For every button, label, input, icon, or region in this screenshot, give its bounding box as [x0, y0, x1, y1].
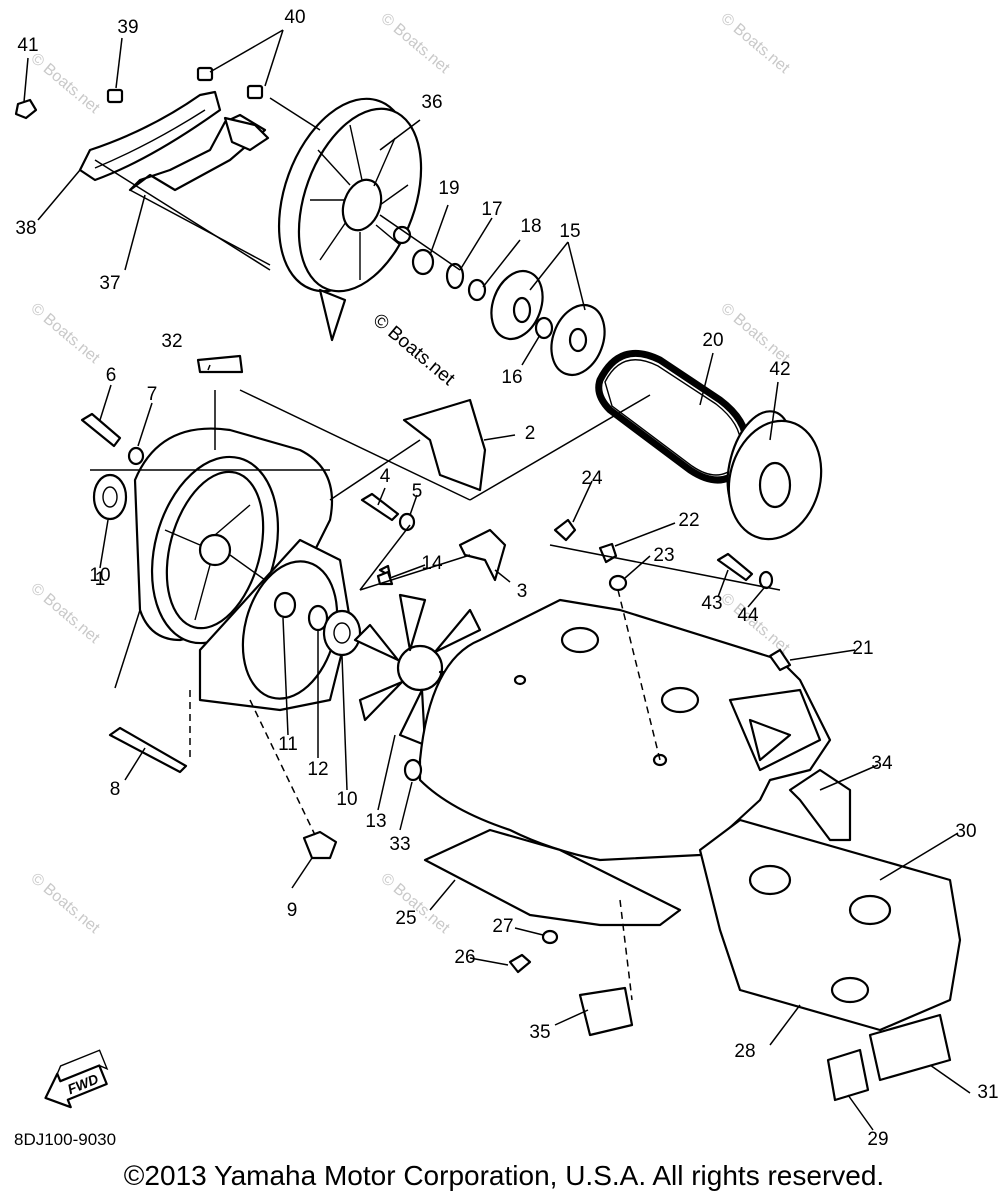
callout-label: 8: [110, 779, 121, 800]
cooling-housing: [133, 427, 352, 712]
bolt-26: [508, 953, 532, 974]
callout-label: 11: [278, 734, 298, 755]
center-watermark: © Boats.net: [369, 310, 459, 391]
callout-label: 41: [17, 35, 38, 56]
callouts: 1 2 3 4 5 6 7 8 9 10 10 11 12 13 14 15 1…: [15, 7, 998, 1150]
callout-label: 13: [365, 811, 386, 832]
watermark: © Boats.net: [717, 10, 793, 77]
crank-pulley: [726, 410, 823, 541]
heat-shield: [698, 818, 962, 1032]
callout-label: 4: [380, 466, 391, 487]
callout-label: 30: [955, 821, 976, 842]
washer-27: [541, 929, 559, 945]
drive-belt: [595, 349, 751, 484]
callout-label: 28: [734, 1041, 755, 1062]
callout-label: 7: [147, 384, 158, 405]
watermark: © Boats.net: [27, 870, 103, 937]
leader-lines: [23, 29, 971, 1131]
callout-label: 6: [106, 365, 117, 386]
callout-label: 18: [520, 216, 541, 237]
callout-label: 17: [481, 199, 502, 220]
callout-label: 16: [501, 367, 522, 388]
watermark: © Boats.net: [27, 50, 103, 117]
pad-29: [826, 1048, 870, 1102]
callout-label: 33: [389, 834, 410, 855]
callout-label: 10: [336, 789, 357, 810]
guard-25: [423, 828, 682, 927]
callout-label: 23: [653, 545, 674, 566]
bracket-2: [402, 398, 487, 492]
drawing-code: 8DJ100-9030: [14, 1130, 117, 1149]
screws-top: [14, 66, 264, 120]
callout-label: 12: [307, 759, 328, 780]
callout-label: 44: [737, 605, 759, 626]
callout-label: 20: [702, 330, 723, 351]
fan-shroud: [277, 97, 423, 342]
callout-label: 15: [559, 221, 580, 242]
callout-label: 14: [421, 553, 443, 574]
callout-label: 43: [701, 593, 722, 614]
clip-3: [458, 528, 507, 582]
pad-31: [868, 1013, 952, 1082]
guide-lines: [90, 97, 781, 1001]
callout-label: 22: [678, 510, 699, 531]
callout-label: 2: [525, 423, 536, 444]
callout-label: 1: [95, 569, 106, 590]
duct-cover: [418, 598, 832, 862]
strap-bracket: [78, 90, 222, 182]
callout-label: 10: [89, 565, 110, 586]
watermark: © Boats.net: [27, 580, 103, 647]
grommet-33: [403, 758, 423, 782]
callout-label: 35: [529, 1022, 550, 1043]
callout-label: 42: [769, 359, 790, 380]
watermark: © Boats.net: [377, 10, 453, 77]
screws-left: [80, 412, 774, 860]
callout-label: 25: [395, 908, 416, 929]
plate-34: [788, 768, 852, 842]
watermark: © Boats.net: [717, 300, 793, 367]
pad-35: [578, 986, 634, 1037]
callout-label: 29: [867, 1129, 888, 1150]
callout-label: 21: [852, 638, 873, 659]
callout-label: 36: [421, 92, 442, 113]
watermark: © Boats.net: [27, 300, 103, 367]
copyright-notice: ©2013 Yamaha Motor Corporation, U.S.A. A…: [123, 1160, 885, 1191]
callout-label: 32: [161, 331, 182, 352]
fwd-arrow-icon: FWD: [44, 1049, 109, 1109]
callout-label: 26: [454, 947, 475, 968]
callout-label: 40: [284, 7, 305, 28]
callout-label: 9: [287, 900, 298, 921]
label-32: [196, 354, 244, 374]
callout-label: 19: [438, 178, 459, 199]
callout-label: 24: [581, 468, 603, 489]
callout-label: 27: [492, 916, 513, 937]
callout-label: 31: [977, 1082, 998, 1103]
callout-label: 3: [517, 581, 528, 602]
callout-label: 34: [871, 753, 893, 774]
callout-label: 39: [117, 17, 138, 38]
pulley-washers: [411, 248, 606, 376]
callout-label: 37: [99, 273, 120, 294]
callout-label: 5: [412, 481, 423, 502]
callout-label: 38: [15, 218, 36, 239]
